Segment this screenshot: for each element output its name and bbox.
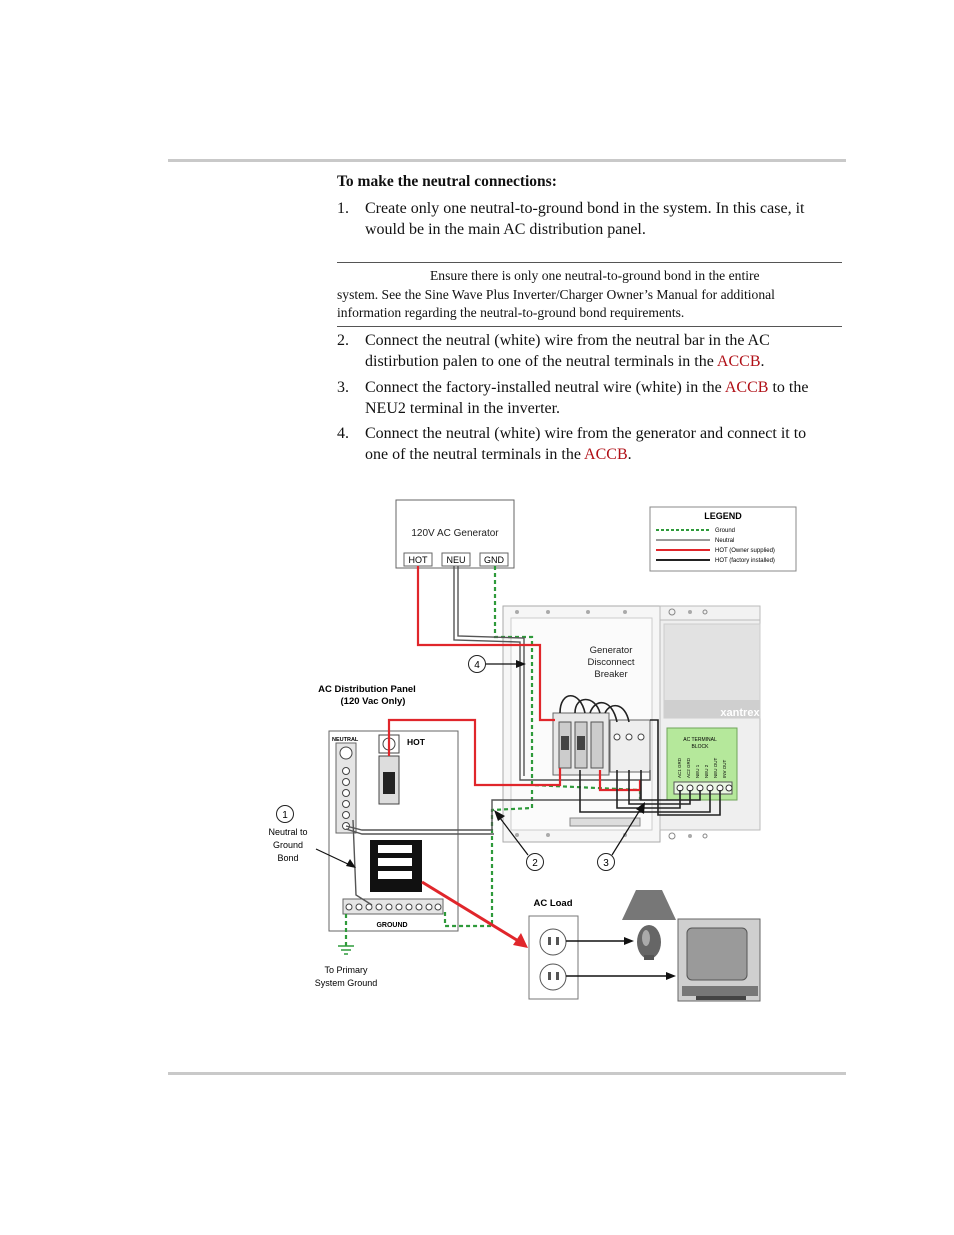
neutral-label: NEUTRAL [332, 737, 359, 743]
inverter: xantrex AC TERMINAL BLOCK AC1 GRD AC2 GR… [659, 605, 761, 840]
neutral-wires [345, 566, 651, 906]
generator-title: 120V AC Generator [411, 528, 499, 539]
bottom-rule [168, 1072, 846, 1075]
step-text: Connect the neutral (white) wire from th… [365, 425, 807, 463]
step-number: 4. [337, 425, 349, 442]
load-feed-wire [421, 880, 521, 944]
accb-link[interactable]: ACCB [584, 446, 628, 463]
step-4: 4. Connect the neutral (white) wire from… [337, 423, 842, 465]
step-2: 2. Connect the neutral (white) wire from… [337, 330, 842, 372]
legend: LEGEND Ground Neutral HOT (Owner supplie… [649, 506, 797, 572]
breaker-label: Generator [590, 645, 633, 656]
terminal-block-label: BLOCK [692, 744, 710, 750]
top-rule [168, 159, 846, 162]
accb-link[interactable]: ACCB [724, 379, 769, 396]
ac-load-label: AC Load [533, 898, 572, 909]
terminal-label: NEU 1 [695, 764, 700, 778]
primary-ground-label: System Ground [315, 978, 378, 988]
hot-label: HOT [407, 737, 426, 747]
lamp-icon [622, 890, 676, 960]
legend-item: HOT (factory installed) [715, 558, 775, 564]
bond-label: Ground [273, 840, 303, 850]
note-box: Ensure there is only one neutral-to-grou… [337, 262, 842, 327]
callout-2: 2 [532, 858, 538, 869]
gen-neu-label: NEU [446, 555, 465, 565]
note-line-3: information regarding the neutral-to-gro… [337, 305, 685, 320]
callout-4: 4 [474, 660, 480, 671]
callouts: 4 1 Neutral to Ground Bond 2 3 [268, 655, 645, 871]
accb-enclosure: Generator Disconnect Breaker [502, 605, 661, 843]
step-text: Connect the factory-installed neutral wi… [365, 379, 809, 417]
xantrex-logo: xantrex [720, 707, 760, 719]
step-number: 3. [337, 379, 349, 396]
terminal-label: INV OUT [722, 759, 727, 778]
terminal-label: NEU 2 [704, 764, 709, 778]
panel-subtitle: (120 Vac Only) [341, 696, 406, 707]
gen-hot-label: HOT [409, 555, 429, 565]
step-text: Connect the neutral (white) wire from th… [365, 332, 770, 370]
outlet-icon [539, 963, 567, 991]
step-3: 3. Connect the factory-installed neutral… [337, 377, 842, 419]
hot-owner-wires [387, 566, 642, 792]
hot-factory-wires [559, 695, 721, 816]
gen-gnd-label: GND [484, 555, 505, 565]
load-arrow-icon [513, 933, 528, 948]
step-number: 1. [337, 200, 349, 217]
bond-label: Bond [277, 853, 298, 863]
legend-item: HOT (Owner supplied) [715, 548, 775, 554]
primary-ground-label: To Primary [324, 965, 368, 975]
step-1: 1. Create only one neutral-to-ground bon… [337, 198, 842, 240]
legend-item: Ground [715, 528, 735, 534]
panel-title: AC Distribution Panel [318, 684, 416, 695]
bond-label: Neutral to [268, 827, 307, 837]
ground-symbol-icon [338, 945, 354, 955]
callout-3: 3 [603, 858, 609, 869]
terminal-label: AC1 GRD [677, 757, 682, 778]
terminal-block-label: AC TERMINAL [683, 737, 717, 743]
step-text: Create only one neutral-to-ground bond i… [365, 200, 805, 238]
outlet-icon [539, 928, 567, 956]
step-number: 2. [337, 332, 349, 349]
note-line-1: Ensure there is only one neutral-to-grou… [430, 268, 760, 283]
terminal-label: AC2 GRD [686, 757, 691, 778]
ac-load: AC Load [528, 898, 676, 1000]
generator: 120V AC Generator HOT NEU GND [395, 499, 515, 569]
procedure-heading: To make the neutral connections: [337, 173, 557, 190]
note-line-2: system. See the Sine Wave Plus Inverter/… [337, 286, 775, 302]
ground-label: GROUND [376, 922, 407, 929]
ground-wires [344, 566, 642, 946]
terminal-label: NEU OUT [713, 757, 718, 778]
breaker-label: Breaker [594, 669, 627, 680]
legend-item: Neutral [715, 538, 734, 544]
accb-link[interactable]: ACCB [716, 353, 761, 370]
television-icon [677, 918, 761, 1002]
legend-title: LEGEND [704, 511, 742, 521]
breaker-label: Disconnect [588, 657, 635, 668]
callout-1: 1 [282, 810, 288, 821]
